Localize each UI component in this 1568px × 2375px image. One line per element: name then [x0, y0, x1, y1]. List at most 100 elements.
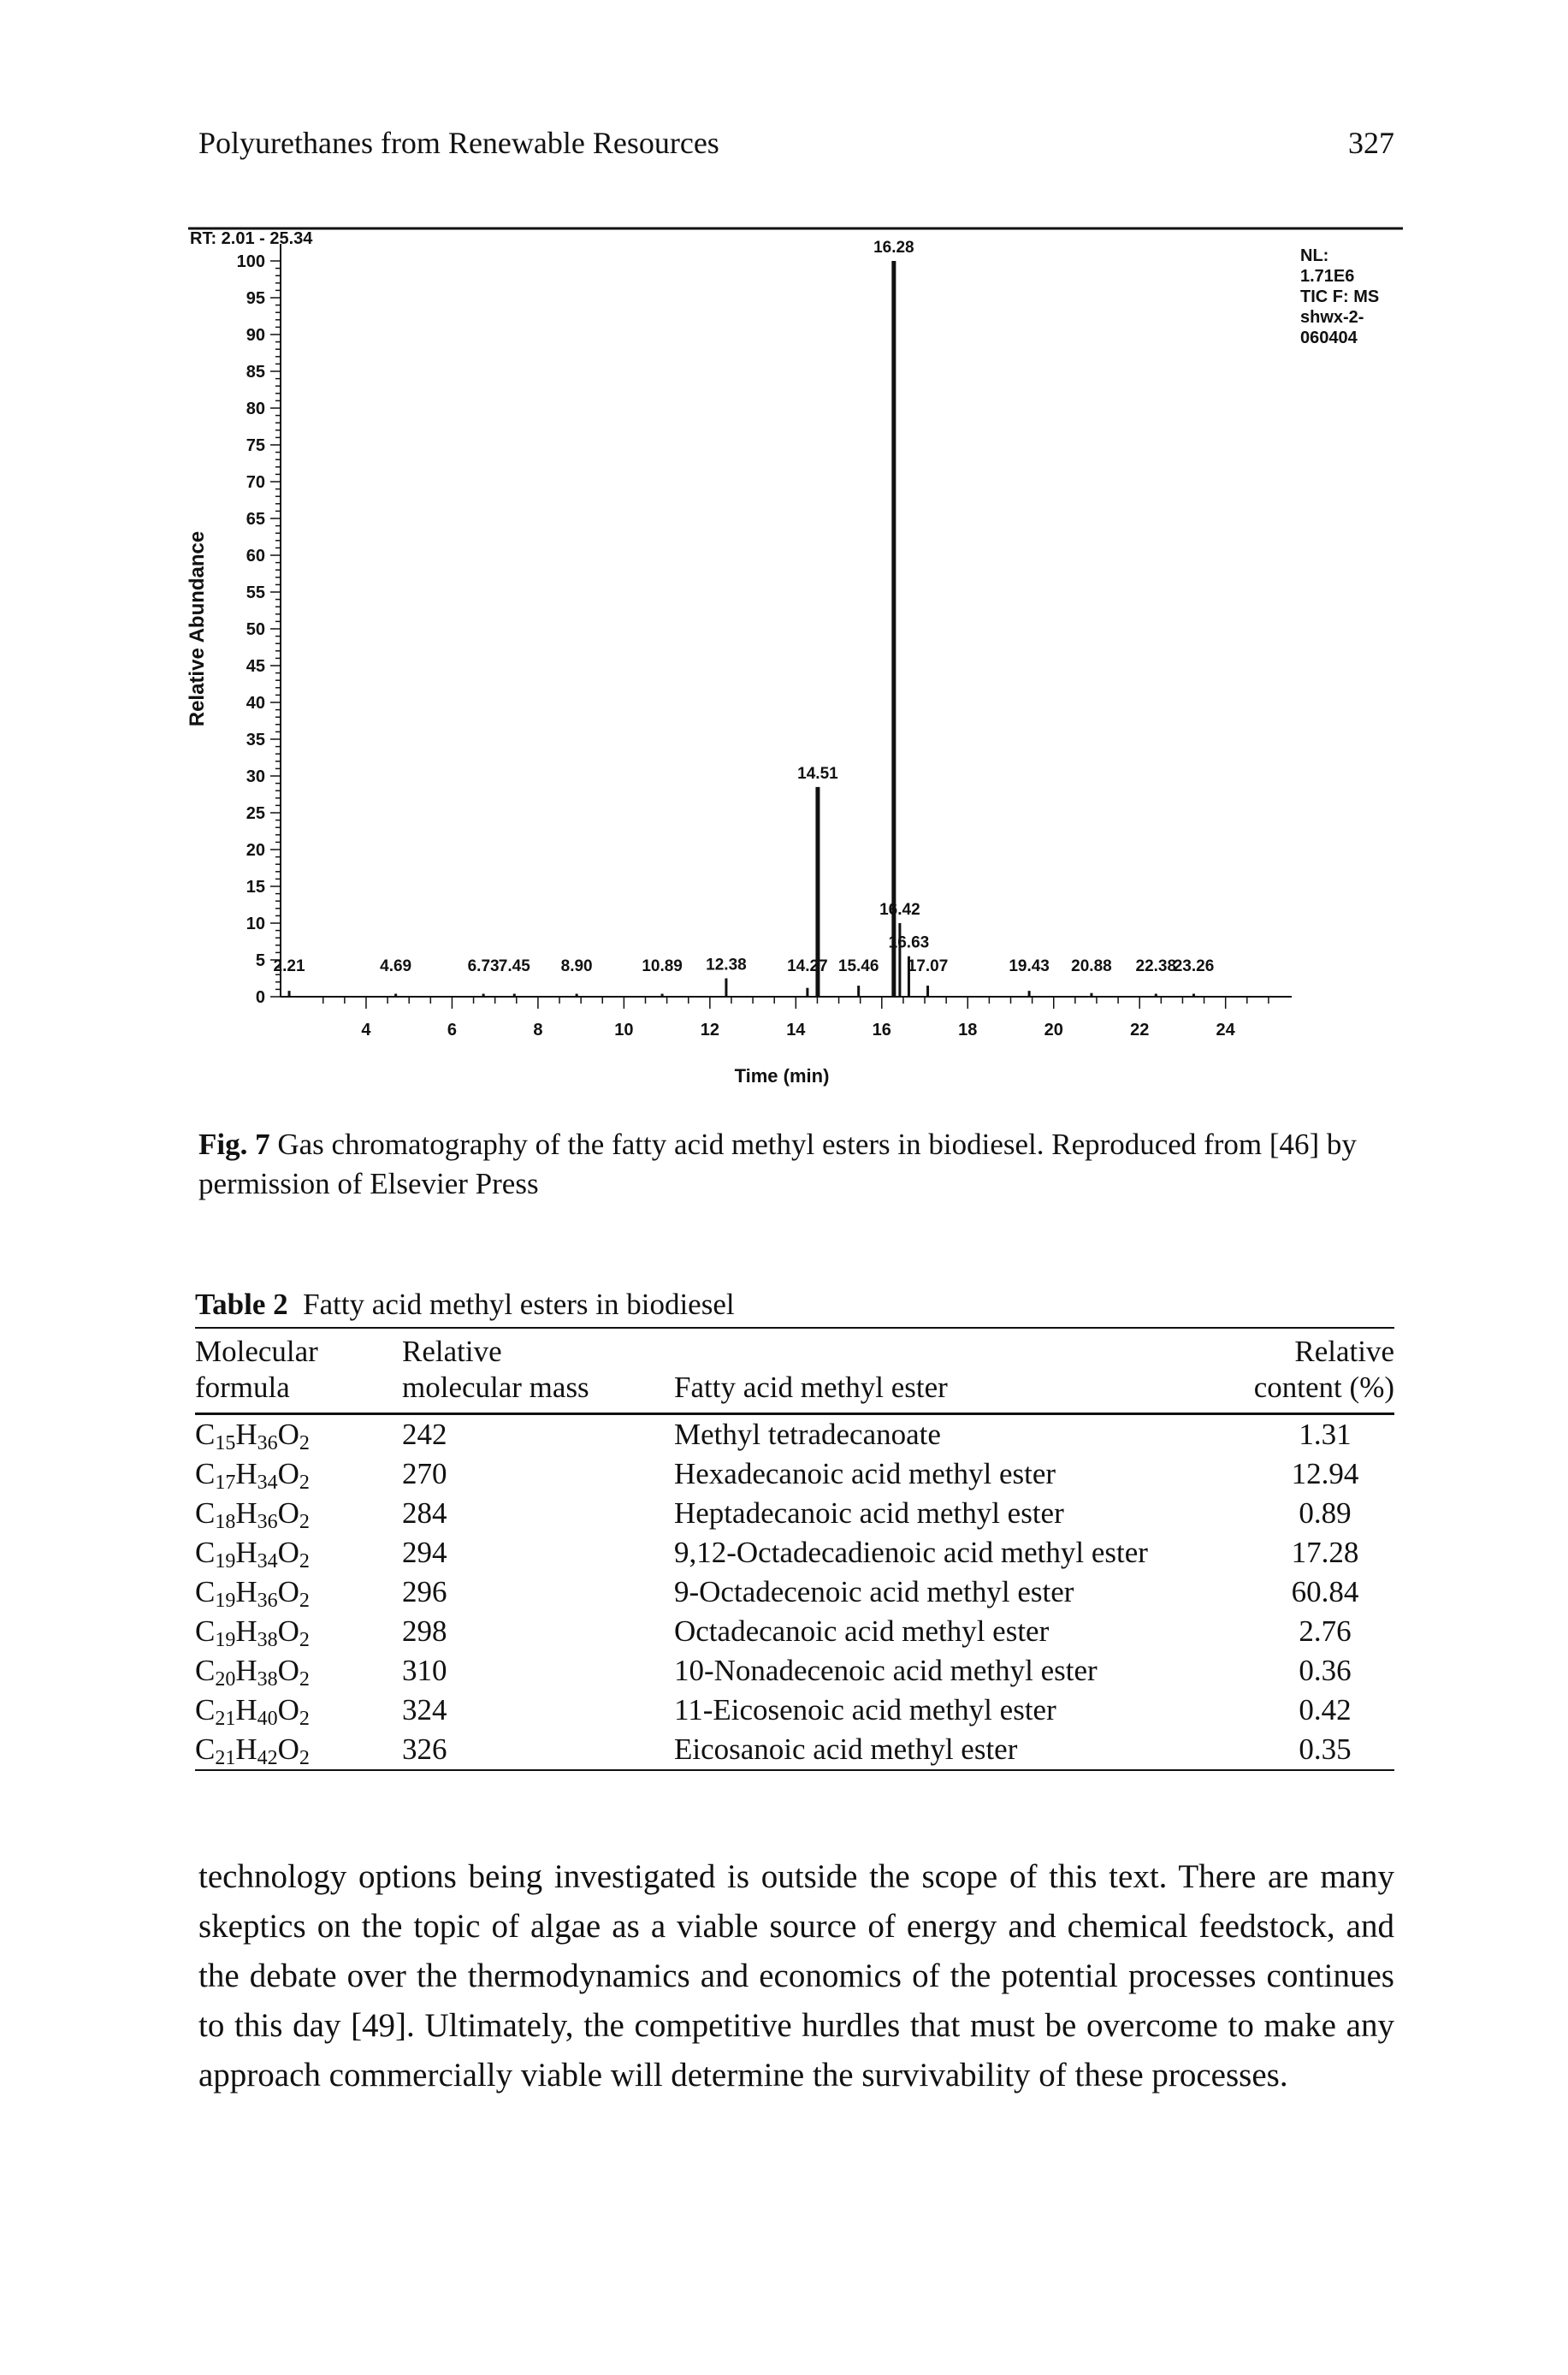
cell-formula: C19H36O2 — [195, 1575, 310, 1612]
figure-caption-text: Gas chromatography of the fatty acid met… — [198, 1128, 1357, 1200]
cell-formula: C15H36O2 — [195, 1418, 310, 1454]
page-number: 327 — [1348, 126, 1394, 160]
cell-mass: 326 — [402, 1730, 674, 1771]
cell-content: 1.31 — [1299, 1418, 1352, 1451]
cell-ester: Methyl tetradecanoate — [674, 1418, 941, 1451]
formula-subscript: 2 — [299, 1668, 310, 1691]
y-tick-label: 95 — [246, 289, 265, 308]
info-line: 060404 — [1300, 329, 1358, 347]
cell-mass: 294 — [402, 1536, 447, 1569]
x-tick-label: 12 — [701, 1021, 719, 1039]
cell-mass: 310 — [402, 1654, 447, 1687]
x-tick-label: 16 — [873, 1021, 891, 1039]
y-tick-label: 35 — [246, 731, 265, 749]
cell-mass: 324 — [402, 1693, 447, 1726]
y-tick-label: 5 — [256, 951, 265, 970]
cell-ester: 9,12-Octadecadienoic acid methyl ester — [674, 1536, 1148, 1569]
peak-label: 23.26 — [1174, 957, 1215, 975]
x-tick-label: 24 — [1216, 1021, 1236, 1039]
peak-label: 16.63 — [889, 934, 930, 952]
cell-content: 2.76 — [1299, 1614, 1352, 1648]
peak-label: 12.38 — [706, 957, 747, 974]
formula-subscript: 38 — [257, 1629, 278, 1651]
running-title: Polyurethanes from Renewable Resources — [198, 126, 719, 160]
y-tick-label: 80 — [246, 400, 265, 418]
x-axis-label: Time (min) — [735, 1065, 830, 1087]
formula-subscript: 2 — [299, 1747, 310, 1769]
formula-subscript: 34 — [257, 1550, 278, 1572]
y-tick-label: 25 — [246, 804, 265, 823]
peak-label: 14.27 — [787, 957, 828, 975]
table-row: C20H38O2 310 10-Nonadecenoic acid methyl e… — [195, 1651, 1394, 1691]
formula-subscript: 18 — [215, 1511, 236, 1533]
formula-subscript: 2 — [299, 1511, 310, 1533]
info-line: NL: — [1300, 246, 1328, 265]
cell-formula: C20H38O2 — [195, 1654, 310, 1691]
formula-subscript: 21 — [215, 1708, 236, 1730]
table-top-rule — [195, 1327, 1394, 1329]
cell-formula: C19H38O2 — [195, 1614, 310, 1651]
figure-caption-label: Fig. 7 — [198, 1128, 270, 1161]
y-tick-label: 65 — [246, 510, 265, 529]
table-row: C19H34O2 294 9,12-Octadecadienoic acid met… — [195, 1533, 1394, 1572]
formula-subscript: 2 — [299, 1629, 310, 1651]
y-tick-label: 75 — [246, 436, 265, 455]
peak-label: 8.90 — [561, 957, 593, 975]
cell-mass: 298 — [402, 1614, 447, 1648]
formula-subscript: 34 — [257, 1472, 278, 1494]
cell-ester: 11-Eicosenoic acid methyl ester — [674, 1693, 1056, 1726]
cell-content: 0.35 — [1222, 1730, 1394, 1771]
y-tick-label: 50 — [246, 620, 265, 639]
x-tick-label: 22 — [1130, 1021, 1149, 1039]
table-row: C21H40O2 324 11-Eicosenoic acid methyl est… — [195, 1691, 1394, 1730]
x-tick-label: 20 — [1044, 1021, 1063, 1039]
peak-label: 17.07 — [908, 957, 949, 975]
cell-formula: C19H34O2 — [195, 1536, 310, 1572]
peak-label: 7.45 — [499, 957, 530, 975]
cell-formula: C21H40O2 — [195, 1693, 310, 1730]
y-tick-label: 10 — [246, 915, 265, 933]
cell-content: 0.36 — [1299, 1654, 1352, 1687]
cell-content: 60.84 — [1291, 1575, 1359, 1608]
cell-formula: C17H34O2 — [195, 1457, 310, 1494]
peak-label: 14.51 — [797, 765, 838, 783]
y-tick-label: 0 — [256, 988, 265, 1007]
peak-label: 15.46 — [838, 957, 879, 975]
formula-subscript: 2 — [299, 1708, 310, 1730]
y-tick-label: 30 — [246, 767, 265, 786]
cell-content: 17.28 — [1291, 1536, 1359, 1569]
cell-ester: 10-Nonadecenoic acid methyl ester — [674, 1654, 1098, 1687]
y-tick-label: 100 — [237, 252, 265, 271]
formula-subscript: 38 — [257, 1668, 278, 1691]
y-tick-label: 15 — [246, 878, 265, 897]
peak-label: 10.89 — [642, 957, 683, 975]
header-ester: Fatty acid methyl ester — [674, 1371, 948, 1404]
cell-ester: Eicosanoic acid methyl ester — [674, 1730, 1222, 1771]
rt-label: RT: 2.01 - 25.34 — [190, 229, 313, 248]
peak-label: 19.43 — [1009, 957, 1050, 975]
fame-table: Table 2 Fatty acid methyl esters in biod… — [195, 1286, 1394, 1771]
formula-subscript: 15 — [215, 1432, 236, 1454]
formula-subscript: 36 — [257, 1511, 278, 1533]
formula-subscript: 2 — [299, 1432, 310, 1454]
formula-subscript: 17 — [215, 1472, 236, 1494]
formula-subscript: 20 — [215, 1668, 236, 1691]
x-tick-label: 10 — [614, 1021, 633, 1039]
peak-label: 4.69 — [380, 957, 411, 975]
x-tick-label: 6 — [447, 1021, 457, 1039]
info-line: 1.71E6 — [1300, 267, 1354, 286]
formula-subscript: 36 — [257, 1432, 278, 1454]
x-tick-label: 8 — [533, 1021, 542, 1039]
info-line: TIC F: MS — [1300, 287, 1379, 306]
